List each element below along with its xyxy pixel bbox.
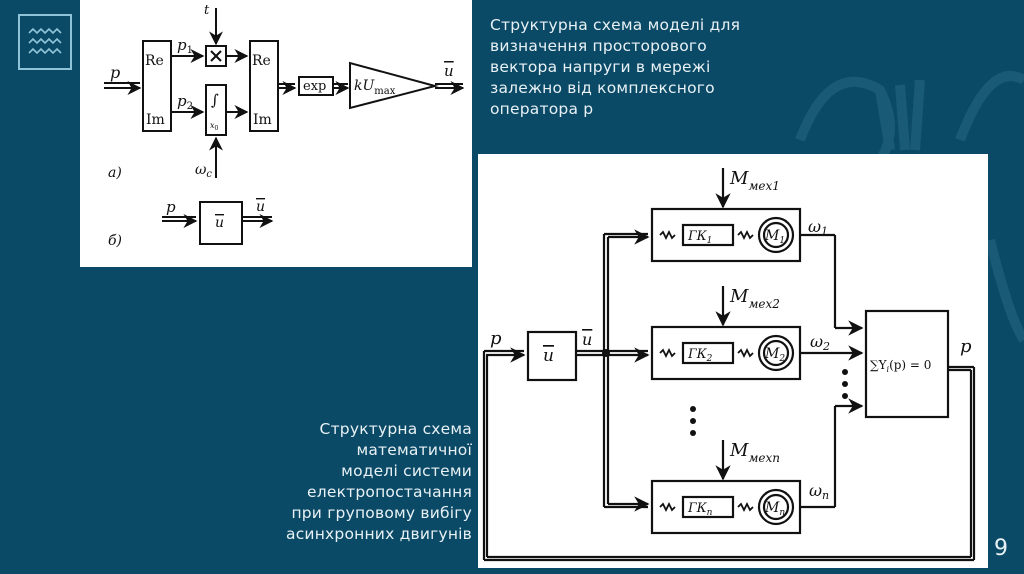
im-label: Im — [146, 112, 165, 128]
omega-label: ωn — [809, 481, 829, 502]
caption-bottom: Структурна схема математичної моделі сис… — [250, 419, 472, 545]
exp-block — [298, 76, 334, 96]
waves-icon — [18, 14, 72, 70]
re-label: Re — [145, 53, 164, 69]
mech-load-label: Mмех2 — [729, 286, 780, 311]
output-u-label: u — [444, 62, 454, 80]
caption-top: Структурна схема моделі для визначення п… — [490, 15, 790, 120]
exp-label: exp — [303, 79, 326, 94]
integrator-block — [205, 84, 227, 136]
caption-line: електропостачання — [306, 483, 472, 501]
ellipsis-dots — [690, 369, 848, 436]
gain-block — [349, 61, 439, 110]
figure-voltage-vector-model: p Re Im p1 p2 t ∫ x0 ωc Re Im exp kUmax … — [80, 0, 472, 267]
p1-label: p1 — [177, 36, 193, 56]
motor-unit-1: Mмех1 ГК1 M1 ω1 — [687, 168, 828, 246]
output-p-label: p — [960, 336, 972, 357]
caption-line: залежно від комплексного — [490, 79, 715, 97]
u-bus-label: u — [582, 330, 592, 349]
motor-label: M1 — [764, 228, 785, 246]
re-im-merge-block — [249, 40, 279, 132]
caption-line: Структурна схема моделі для — [490, 16, 741, 34]
motor-unit-2: Mмех2 ГК2 M2 ω2 — [687, 286, 830, 364]
mech-load-label: Mмех1 — [729, 168, 780, 193]
caption-line: моделі системи — [341, 462, 472, 480]
caption-line: оператора p — [490, 100, 594, 118]
input-p-label: p — [110, 63, 120, 82]
omega-c-label: ωc — [195, 162, 212, 180]
label-b: б) — [108, 233, 122, 249]
b-block-label: u — [215, 215, 224, 231]
u-block-b — [199, 201, 243, 245]
b-input-label: p — [166, 198, 176, 216]
p2-label: p2 — [177, 92, 193, 112]
motor-unit-n: Mмехn ГКn Mn ωn — [687, 440, 829, 518]
t-input-label: t — [204, 3, 210, 18]
merge-re-label: Re — [252, 53, 271, 69]
integral-symbol: ∫ — [211, 91, 219, 109]
caption-line: математичної — [356, 441, 472, 459]
caption-line: вектора напруги в мережі — [490, 58, 711, 76]
omega-label: ω1 — [808, 217, 828, 238]
gk-label: ГК2 — [687, 347, 713, 364]
sum-block — [864, 309, 950, 419]
b-output-label: u — [256, 199, 265, 215]
caption-line: Структурна схема — [319, 420, 472, 438]
caption-line: при груповому вибігу — [291, 504, 472, 522]
caption-line: визначення просторового — [490, 37, 707, 55]
omega-label: ω2 — [810, 332, 830, 353]
motor-label: M2 — [764, 346, 785, 364]
gk-label: ГКn — [687, 501, 713, 518]
junction-dot — [602, 349, 610, 357]
gain-label: kUmax — [354, 78, 396, 97]
u-block-label: u — [543, 346, 554, 366]
sum-block-label: ∑Yi(p) = 0 — [870, 358, 931, 374]
gk-label: ГК1 — [687, 229, 712, 246]
figure-power-system-model: p u u Mмех1 ГК1 M1 ω1 Mмех2 ГК2 M2 ω2 Mм… — [478, 154, 988, 568]
mech-load-label: Mмехn — [729, 440, 780, 465]
integrator-init-label: x0 — [210, 121, 219, 132]
re-im-split-block — [142, 40, 172, 132]
label-a: а) — [108, 165, 122, 181]
page-number: 9 — [994, 536, 1008, 561]
motor-label: Mn — [764, 500, 785, 518]
caption-line: асинхронних двигунів — [286, 525, 472, 543]
input-p-label: p — [490, 328, 502, 349]
merge-im-label: Im — [253, 112, 272, 128]
